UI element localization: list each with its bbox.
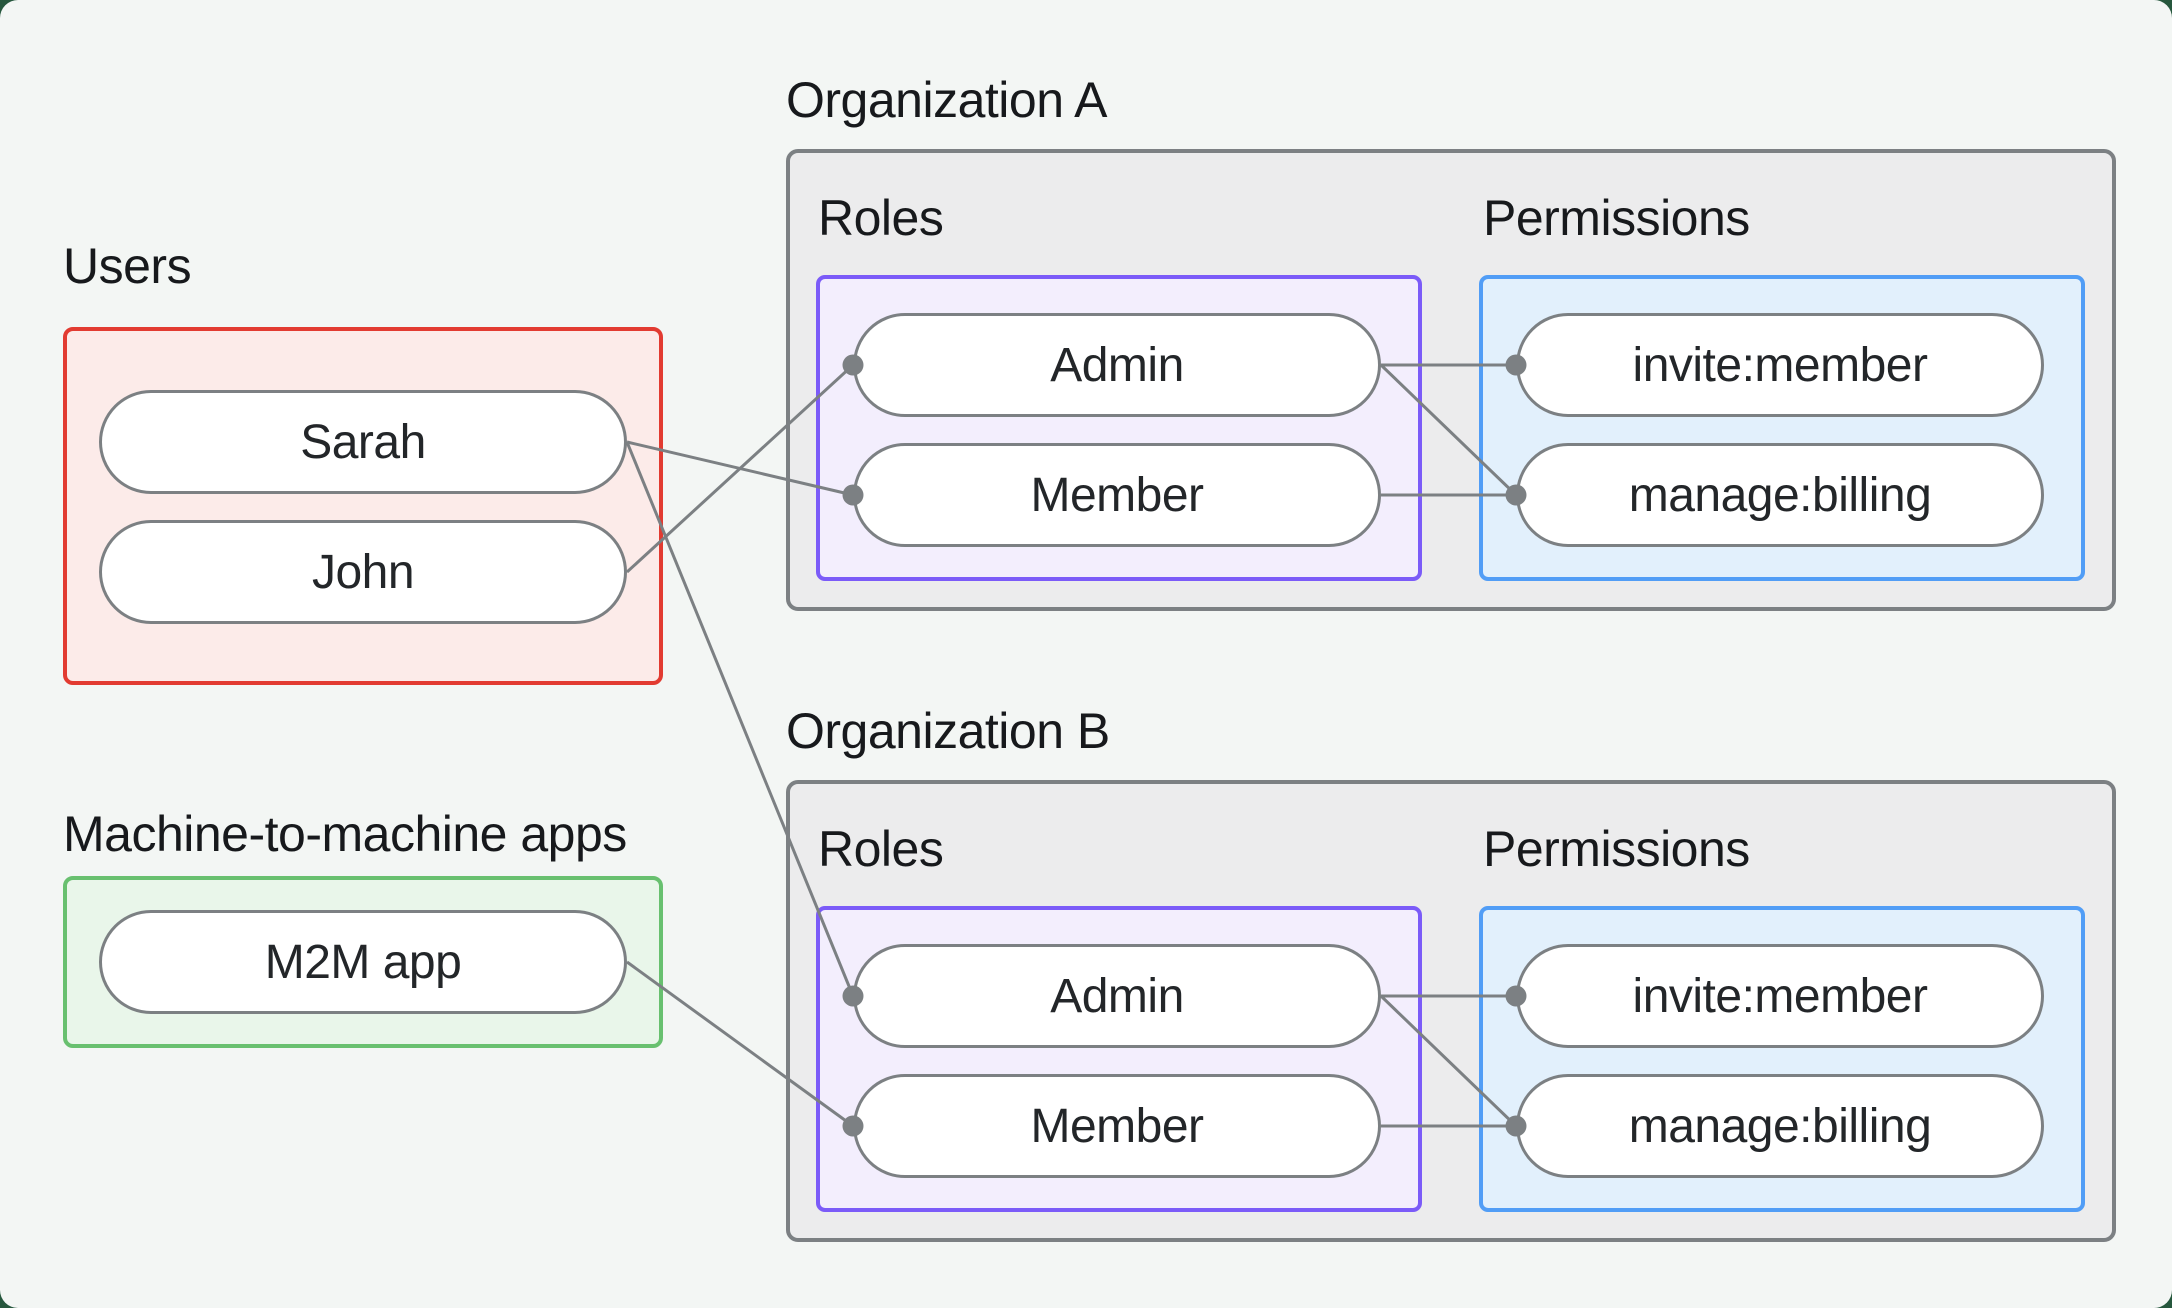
org-a-permission-pill-manage-billing: manage:billing	[1516, 443, 2044, 547]
user-pill-sarah: Sarah	[99, 390, 627, 494]
org-a-permissions-label: Permissions	[1483, 190, 1750, 246]
org-b-roles-label: Roles	[818, 821, 944, 877]
org-b-title: Organization B	[786, 703, 1110, 759]
org-a-title: Organization A	[786, 72, 1107, 128]
org-a-role-pill-member: Member	[853, 443, 1381, 547]
org-b-permissions-label: Permissions	[1483, 821, 1750, 877]
org-b-permission-pill-manage-billing: manage:billing	[1516, 1074, 2044, 1178]
org-b-role-pill-member: Member	[853, 1074, 1381, 1178]
user-pill-john: John	[99, 520, 627, 624]
users-label: Users	[63, 238, 192, 294]
m2m-apps-label: Machine-to-machine apps	[63, 806, 627, 862]
org-b-role-pill-admin: Admin	[853, 944, 1381, 1048]
org-a-roles-label: Roles	[818, 190, 944, 246]
org-b-permission-pill-invite-member: invite:member	[1516, 944, 2044, 1048]
users-group-box	[63, 327, 663, 685]
org-a-permission-pill-invite-member: invite:member	[1516, 313, 2044, 417]
org-a-role-pill-admin: Admin	[853, 313, 1381, 417]
m2m-app-pill: M2M app	[99, 910, 627, 1014]
